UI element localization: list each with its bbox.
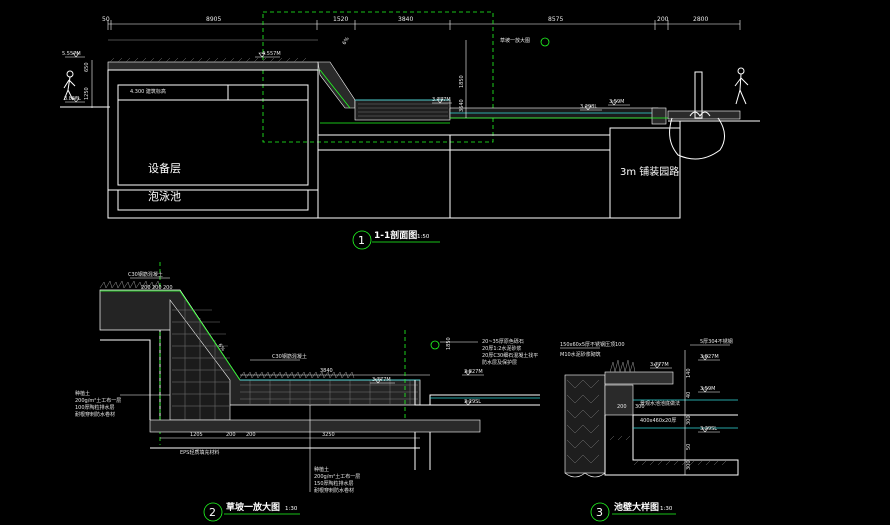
dim-top-2: 8905 [206,16,221,23]
room-label-equipment: 设备层 [148,161,181,175]
dim-top-7: 2800 [693,16,708,23]
section-3-number: 3 [596,506,603,519]
detail-callout-box [262,11,494,143]
dim-top-3: 1520 [333,16,348,23]
section-3-title: 池壁大样图 [614,501,659,513]
section-2-number: 2 [209,506,216,519]
section-2-title: 草坡一放大图 [226,501,280,513]
level2-329: 3.29SL [464,399,481,405]
callout3-4: 景观水池池底做法 [640,400,680,407]
callout-bottom-1: 种植土 [314,466,329,473]
section-1-title: 1-1剖面图 [374,229,417,241]
dim-top-4: 3840 [398,16,413,23]
dim3-6: 50 [686,444,692,450]
level3-329: 3.29SL [700,426,717,432]
section-3-drawing: 150x60x5厚不锈钢压顶100 M10水泥砂浆砌筑 5厚304不锈钢 景观水… [560,338,739,522]
callout3-3: 5厚304不锈钢 [700,338,733,345]
level-4557: 4.557M [262,51,281,57]
dim3-5: 300 [686,415,692,425]
dim-top-1: 50 [102,16,110,23]
dim3-3: 300 [635,404,645,410]
person-icon-right [734,67,749,105]
dim-mid: 3840 [320,368,333,374]
level3-3777: 3.777M [650,362,669,368]
callout-right-4: 防水层及保护层 [482,359,517,366]
callout-left-3: 100厚陶粒排水层 [75,404,115,411]
dim-bottom-4: 3250 [322,432,335,438]
callout-right-2: 20厚1:2水泥砂浆 [482,345,521,352]
dim-bottom-3: 200 [246,432,256,438]
level2-3777: 3.777M [372,377,391,383]
callout-left-2: 200g/m²土工布一层 [75,397,121,404]
dim3-7: 300 [686,460,692,470]
dim-bottom-1: 1205 [190,432,203,438]
level-359: 3.59M [609,99,624,105]
dim-top-5: 8575 [548,16,563,23]
dim-side-1: 650 [84,62,90,72]
slope-label-2: 6% [216,343,226,353]
callout-c30-top: C30钢筋混凝土 [128,271,163,278]
level-5557: 5.557M [62,51,81,57]
callout-right-3: 20厚C30细石混凝土找平 [482,352,538,359]
dim-top-b: 200 [152,285,162,291]
dim3-2: 200 [617,404,627,410]
dim-top-6: 200 [657,16,669,23]
callout3-2: M10水泥砂浆砌筑 [560,351,601,358]
level3-359: 3.59M [700,386,715,392]
callout-left-4: 耐根穿刺防水卷材 [75,411,115,418]
callout-bottom-2: 200g/m²土工布一层 [314,473,360,480]
section-2-scale: 1:30 [285,506,298,512]
section-3-number-circle [590,502,610,522]
callout3-5: 400x460x20厚 [640,418,676,424]
section-1-number: 1 [358,234,365,247]
dim-vert-1: 1850 [459,75,465,88]
level-3777: 3.777M [432,97,451,103]
dim-top-c: 200 [163,285,173,291]
level-385: 3.85FL [64,96,81,102]
dim-top-a: 200 [141,285,151,291]
dim-vert-2: 3640 [459,99,465,112]
level3-3827: 3.827M [700,354,719,360]
callout-right-1: 20~35厚原色砾石 [482,338,524,345]
slope-label: 6% [342,36,351,46]
callout-bottom-3: 150厚陶粒排水层 [314,480,354,487]
dim-side-2: 1250 [84,87,90,100]
section-1-scale: 1:50 [417,234,430,240]
callout3-1: 150x60x5厚不锈钢压顶100 [560,341,625,348]
section-2-number-circle [203,502,223,522]
room-label-pool: 泡泳池 [148,189,181,203]
level2-3827: 3.827M [464,369,483,375]
callout-c30-mid: C30钢筋混凝土 [272,353,307,360]
level-3298: 3.298L [580,104,597,110]
pool-note: 草坡一放大图 [500,37,530,44]
section-1-number-circle [352,230,372,250]
room-note: 4.300 建筑标高 [130,88,166,95]
dim3-1: 140 [686,368,692,378]
person-icon-left [63,70,76,101]
callout-eps: EPS轻质填充材料 [180,449,219,456]
dim3-4: 40 [686,392,692,398]
tree-icon [669,71,725,160]
section-1-drawing: 50 8905 1520 3840 8575 200 2800 [60,11,760,250]
dim-right: 1850 [446,337,452,350]
section-2-drawing: 200 200 200 1205 200 200 3250 3840 1850 … [75,262,540,522]
dim-bottom-2: 200 [226,432,236,438]
callout-bottom-4: 耐根穿刺防水卷材 [314,487,354,494]
section-3-scale: 1:30 [660,506,673,512]
road-label: 3m 铺装园路 [620,165,679,178]
callout-left-1: 种植土 [75,390,90,397]
